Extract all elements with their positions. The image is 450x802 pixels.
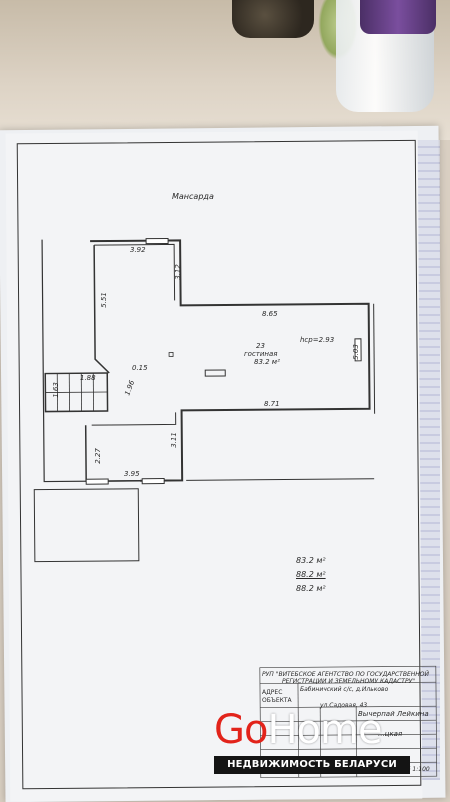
dimension-label: 3.92: [130, 246, 146, 254]
room-name: гостиная: [244, 350, 278, 358]
total-area: 88.2 м²: [296, 584, 326, 593]
org-name-line: РУП "ВИТЕБСКОЕ АГЕНТСТВО ПО ГОСУДАРСТВЕН…: [262, 671, 429, 678]
room-number: 23: [256, 342, 265, 350]
upper-wall: [90, 239, 370, 481]
dimension-label: 3.95: [124, 470, 140, 478]
address-value: Бабиничский с/с, д.Ильково: [300, 686, 388, 693]
brand-logo: GoHome: [214, 706, 382, 754]
dimension-label: 5.51: [100, 292, 108, 308]
ceiling-height-label: hcp=2.93: [300, 336, 334, 344]
address-label: ОБЪЕКТА: [262, 697, 292, 704]
org-name-line: РЕГИСТРАЦИИ И ЗЕМЕЛЬНОМУ КАДАСТРУ": [282, 678, 415, 685]
total-area: 83.2 м²: [296, 556, 326, 565]
dimension-label: 8.71: [264, 400, 280, 408]
dimension-label: 0.15: [132, 364, 148, 372]
dimension-label: 1.63: [52, 382, 60, 398]
dimension-label: 1.88: [80, 374, 96, 382]
dimension-label: 8.65: [262, 310, 278, 318]
outer-wall: [42, 239, 140, 482]
brand-subtitle: НЕДВИЖИМОСТЬ БЕЛАРУСИ: [214, 756, 410, 774]
room-fixture: [205, 370, 225, 376]
total-area: 88.2 м²: [296, 570, 326, 579]
brand-red: Go: [214, 707, 267, 753]
dimension-label: 2.27: [94, 448, 102, 464]
dimension-label: 3.11: [170, 432, 178, 448]
address-label: АДРЕС: [262, 689, 282, 696]
brand-white: Home: [267, 707, 381, 753]
gohome-watermark: GoHome НЕДВИЖИМОСТЬ БЕЛАРУСИ: [214, 706, 414, 776]
drawing-title: Мансарда: [172, 192, 214, 201]
dimension-label: 5.03: [352, 344, 360, 360]
dimension-label: 3.12: [174, 264, 182, 280]
room-area: 83.2 м²: [254, 358, 280, 366]
